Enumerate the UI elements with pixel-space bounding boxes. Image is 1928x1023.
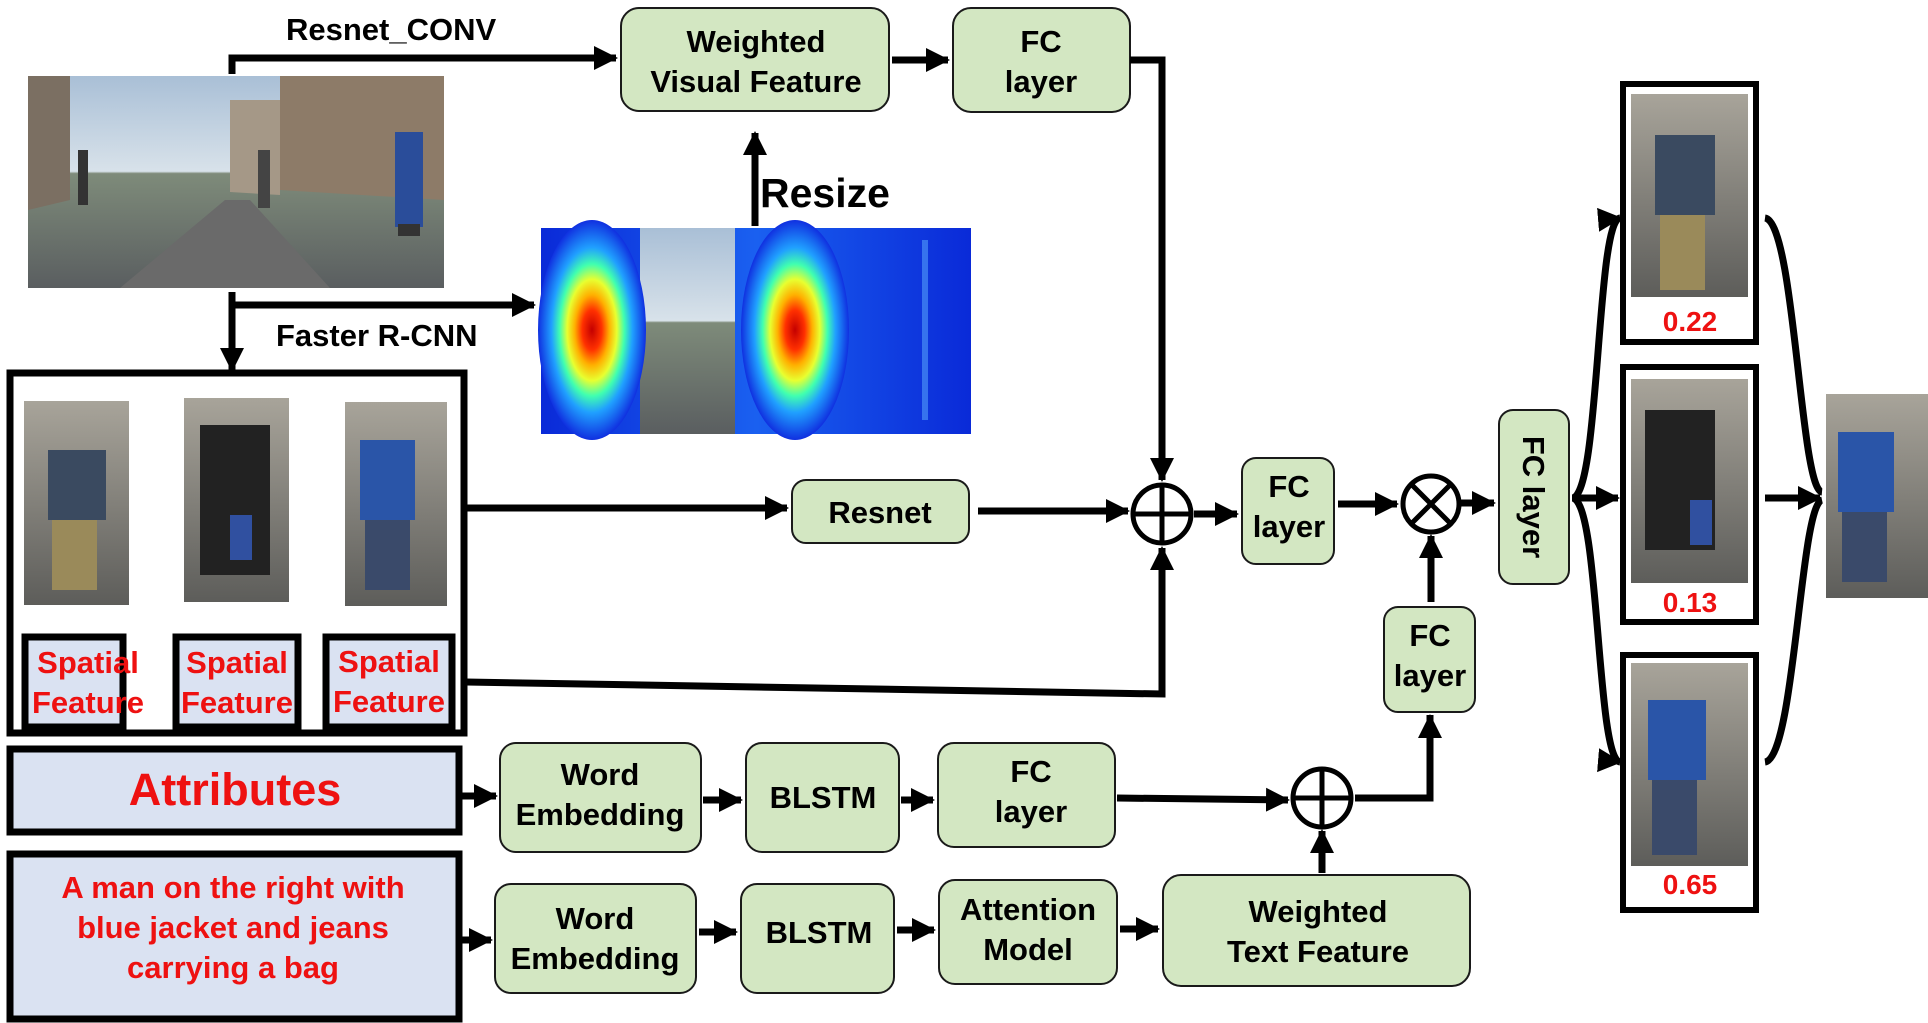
svg-text:FC: FC: [1409, 618, 1450, 653]
svg-text:FC: FC: [1010, 754, 1051, 789]
person-crop-1: [24, 401, 129, 605]
svg-text:BLSTM: BLSTM: [770, 780, 877, 815]
word-embedding-node-2: Word Embedding: [494, 883, 697, 994]
blstm-node-1: BLSTM: [745, 742, 900, 853]
spatial-feature-box-3: Spatial Feature: [322, 633, 456, 731]
svg-text:layer: layer: [995, 794, 1067, 829]
svg-text:FC layer: FC layer: [1516, 436, 1551, 558]
resnet-node: Resnet: [791, 479, 970, 544]
svg-text:FC: FC: [1268, 469, 1309, 504]
svg-text:Attributes: Attributes: [129, 764, 342, 815]
svg-text:Weighted: Weighted: [687, 24, 826, 59]
fc-layer-text-node: FC layer: [1383, 606, 1476, 713]
svg-text:A man on the right with: A man on the right with: [61, 870, 404, 905]
svg-text:Spatial: Spatial: [338, 644, 440, 679]
fc-layer-vertical-node: FC layer: [1498, 409, 1570, 585]
spatial-feature-box-1: Spatial Feature: [21, 633, 144, 731]
svg-text:Visual Feature: Visual Feature: [650, 64, 861, 99]
sentence-panel: A man on the right with blue jacket and …: [6, 850, 463, 1023]
resnet-conv-label: Resnet_CONV: [286, 12, 496, 47]
svg-text:BLSTM: BLSTM: [766, 915, 873, 950]
fc-layer-top-node: FC layer: [952, 7, 1131, 113]
detected-crops-panel: [6, 369, 468, 737]
faster-rcnn-label: Faster R-CNN: [276, 318, 478, 353]
svg-text:Spatial: Spatial: [186, 645, 288, 680]
svg-text:Feature: Feature: [333, 684, 445, 719]
resize-label: Resize: [760, 170, 890, 216]
weighted-text-feature-node: Weighted Text Feature: [1162, 874, 1471, 987]
svg-text:0.13: 0.13: [1663, 587, 1718, 618]
arrows: [220, 46, 1825, 952]
candidate-1: 0.22: [1620, 81, 1759, 345]
svg-text:layer: layer: [1005, 64, 1077, 99]
blstm-node-2: BLSTM: [740, 883, 895, 994]
word-embedding-node-1: Word Embedding: [499, 742, 702, 853]
weighted-visual-feature-node: Weighted Visual Feature: [620, 7, 890, 112]
svg-text:Resnet: Resnet: [828, 495, 931, 530]
svg-text:0.22: 0.22: [1663, 306, 1718, 337]
circle-plus-icon: [1290, 766, 1354, 830]
svg-text:layer: layer: [1394, 658, 1466, 693]
svg-text:0.65: 0.65: [1663, 869, 1718, 900]
street-scene-image: [28, 76, 444, 288]
fc-layer-mid-node: FC layer: [1241, 457, 1335, 565]
svg-text:Model: Model: [983, 932, 1073, 967]
person-crop-2: [184, 398, 289, 602]
circle-times-icon: [1400, 473, 1462, 535]
candidate-3: 0.65: [1620, 652, 1759, 913]
svg-text:Spatial: Spatial: [37, 645, 139, 680]
spatial-feature-box-2: Spatial Feature: [172, 633, 302, 731]
attributes-panel: Attributes: [6, 745, 463, 836]
heatmap-image: [538, 220, 971, 440]
svg-text:FC: FC: [1020, 24, 1061, 59]
svg-text:Feature: Feature: [32, 685, 144, 720]
svg-text:layer: layer: [1253, 509, 1325, 544]
circle-plus-icon: [1130, 482, 1194, 546]
output-person-image: [1826, 394, 1928, 598]
svg-text:Embedding: Embedding: [516, 797, 685, 832]
svg-text:carrying a bag: carrying a bag: [127, 950, 339, 985]
svg-text:Attention: Attention: [960, 892, 1096, 927]
svg-text:Text Feature: Text Feature: [1227, 934, 1409, 969]
svg-text:Word: Word: [561, 757, 640, 792]
svg-text:blue jacket and jeans: blue jacket and jeans: [77, 910, 389, 945]
candidate-2: 0.13: [1620, 364, 1759, 625]
person-crop-3: [345, 402, 447, 606]
attention-model-node: Attention Model: [938, 879, 1118, 985]
svg-text:Feature: Feature: [181, 685, 293, 720]
svg-text:Weighted: Weighted: [1249, 894, 1388, 929]
svg-text:Word: Word: [556, 901, 635, 936]
fc-layer-attr-node: FC layer: [937, 742, 1116, 848]
svg-text:Embedding: Embedding: [511, 941, 680, 976]
